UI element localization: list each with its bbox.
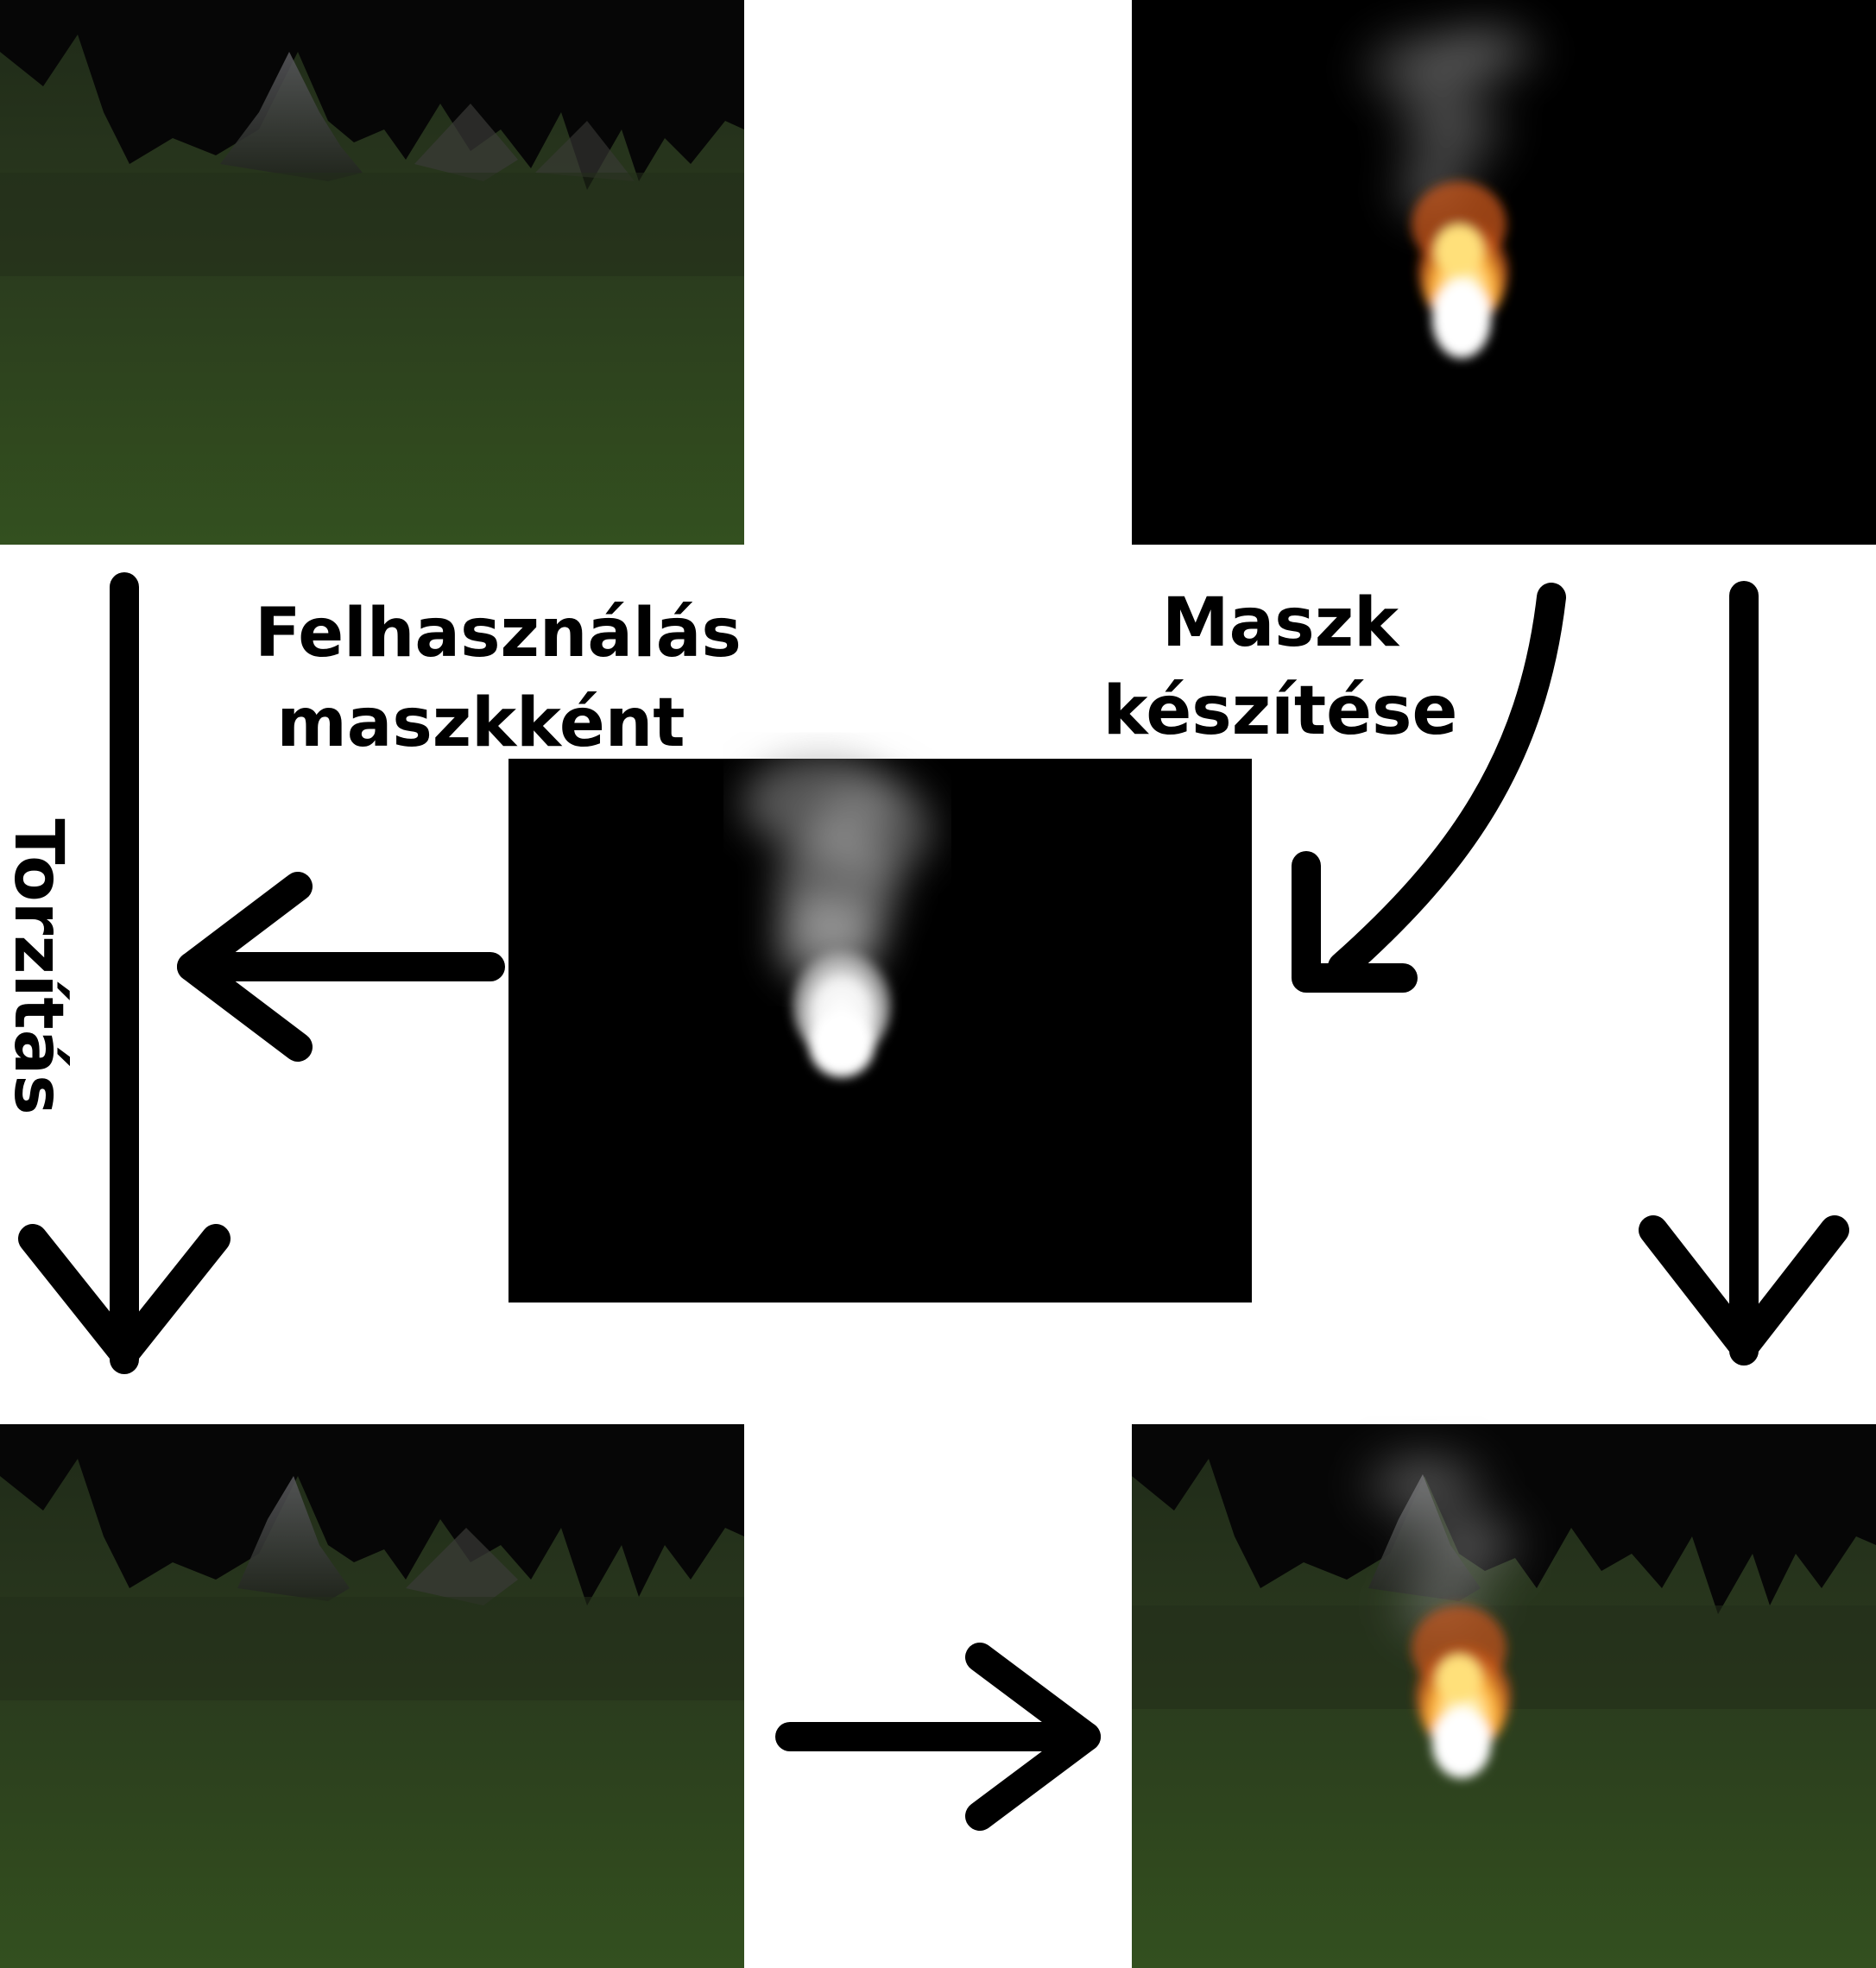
mountain-ridge (406, 1528, 518, 1605)
label-create-mask-line2: készítése (1103, 672, 1458, 750)
scene-panel (0, 0, 744, 545)
mountain-peak (237, 1476, 350, 1601)
distorted-to-composite-arrow (775, 1643, 1101, 1831)
composite-panel (1132, 1424, 1876, 1968)
label-use-as-mask-line1: Felhasználás (255, 595, 742, 672)
sky-with-mountains (0, 0, 744, 190)
create-mask-arrow (1292, 583, 1566, 993)
mountain-ridge (414, 104, 518, 181)
fire-panel (1132, 0, 1876, 545)
mountain-peak (220, 52, 363, 181)
sky-with-mountains (0, 1424, 744, 1605)
distorted-scene-panel (0, 1424, 744, 1968)
label-use-as-mask-line2: maszkként (276, 684, 685, 762)
label-distortion: Torzítás (0, 818, 77, 1114)
mountain-ridge (535, 121, 635, 181)
fire-to-composite-arrow (1639, 581, 1849, 1366)
mask-panel (508, 755, 1252, 1303)
label-create-mask-line1: Maszk (1162, 584, 1400, 662)
distortion-arrow (18, 572, 231, 1374)
mask-to-distortion-arrow (177, 872, 505, 1062)
